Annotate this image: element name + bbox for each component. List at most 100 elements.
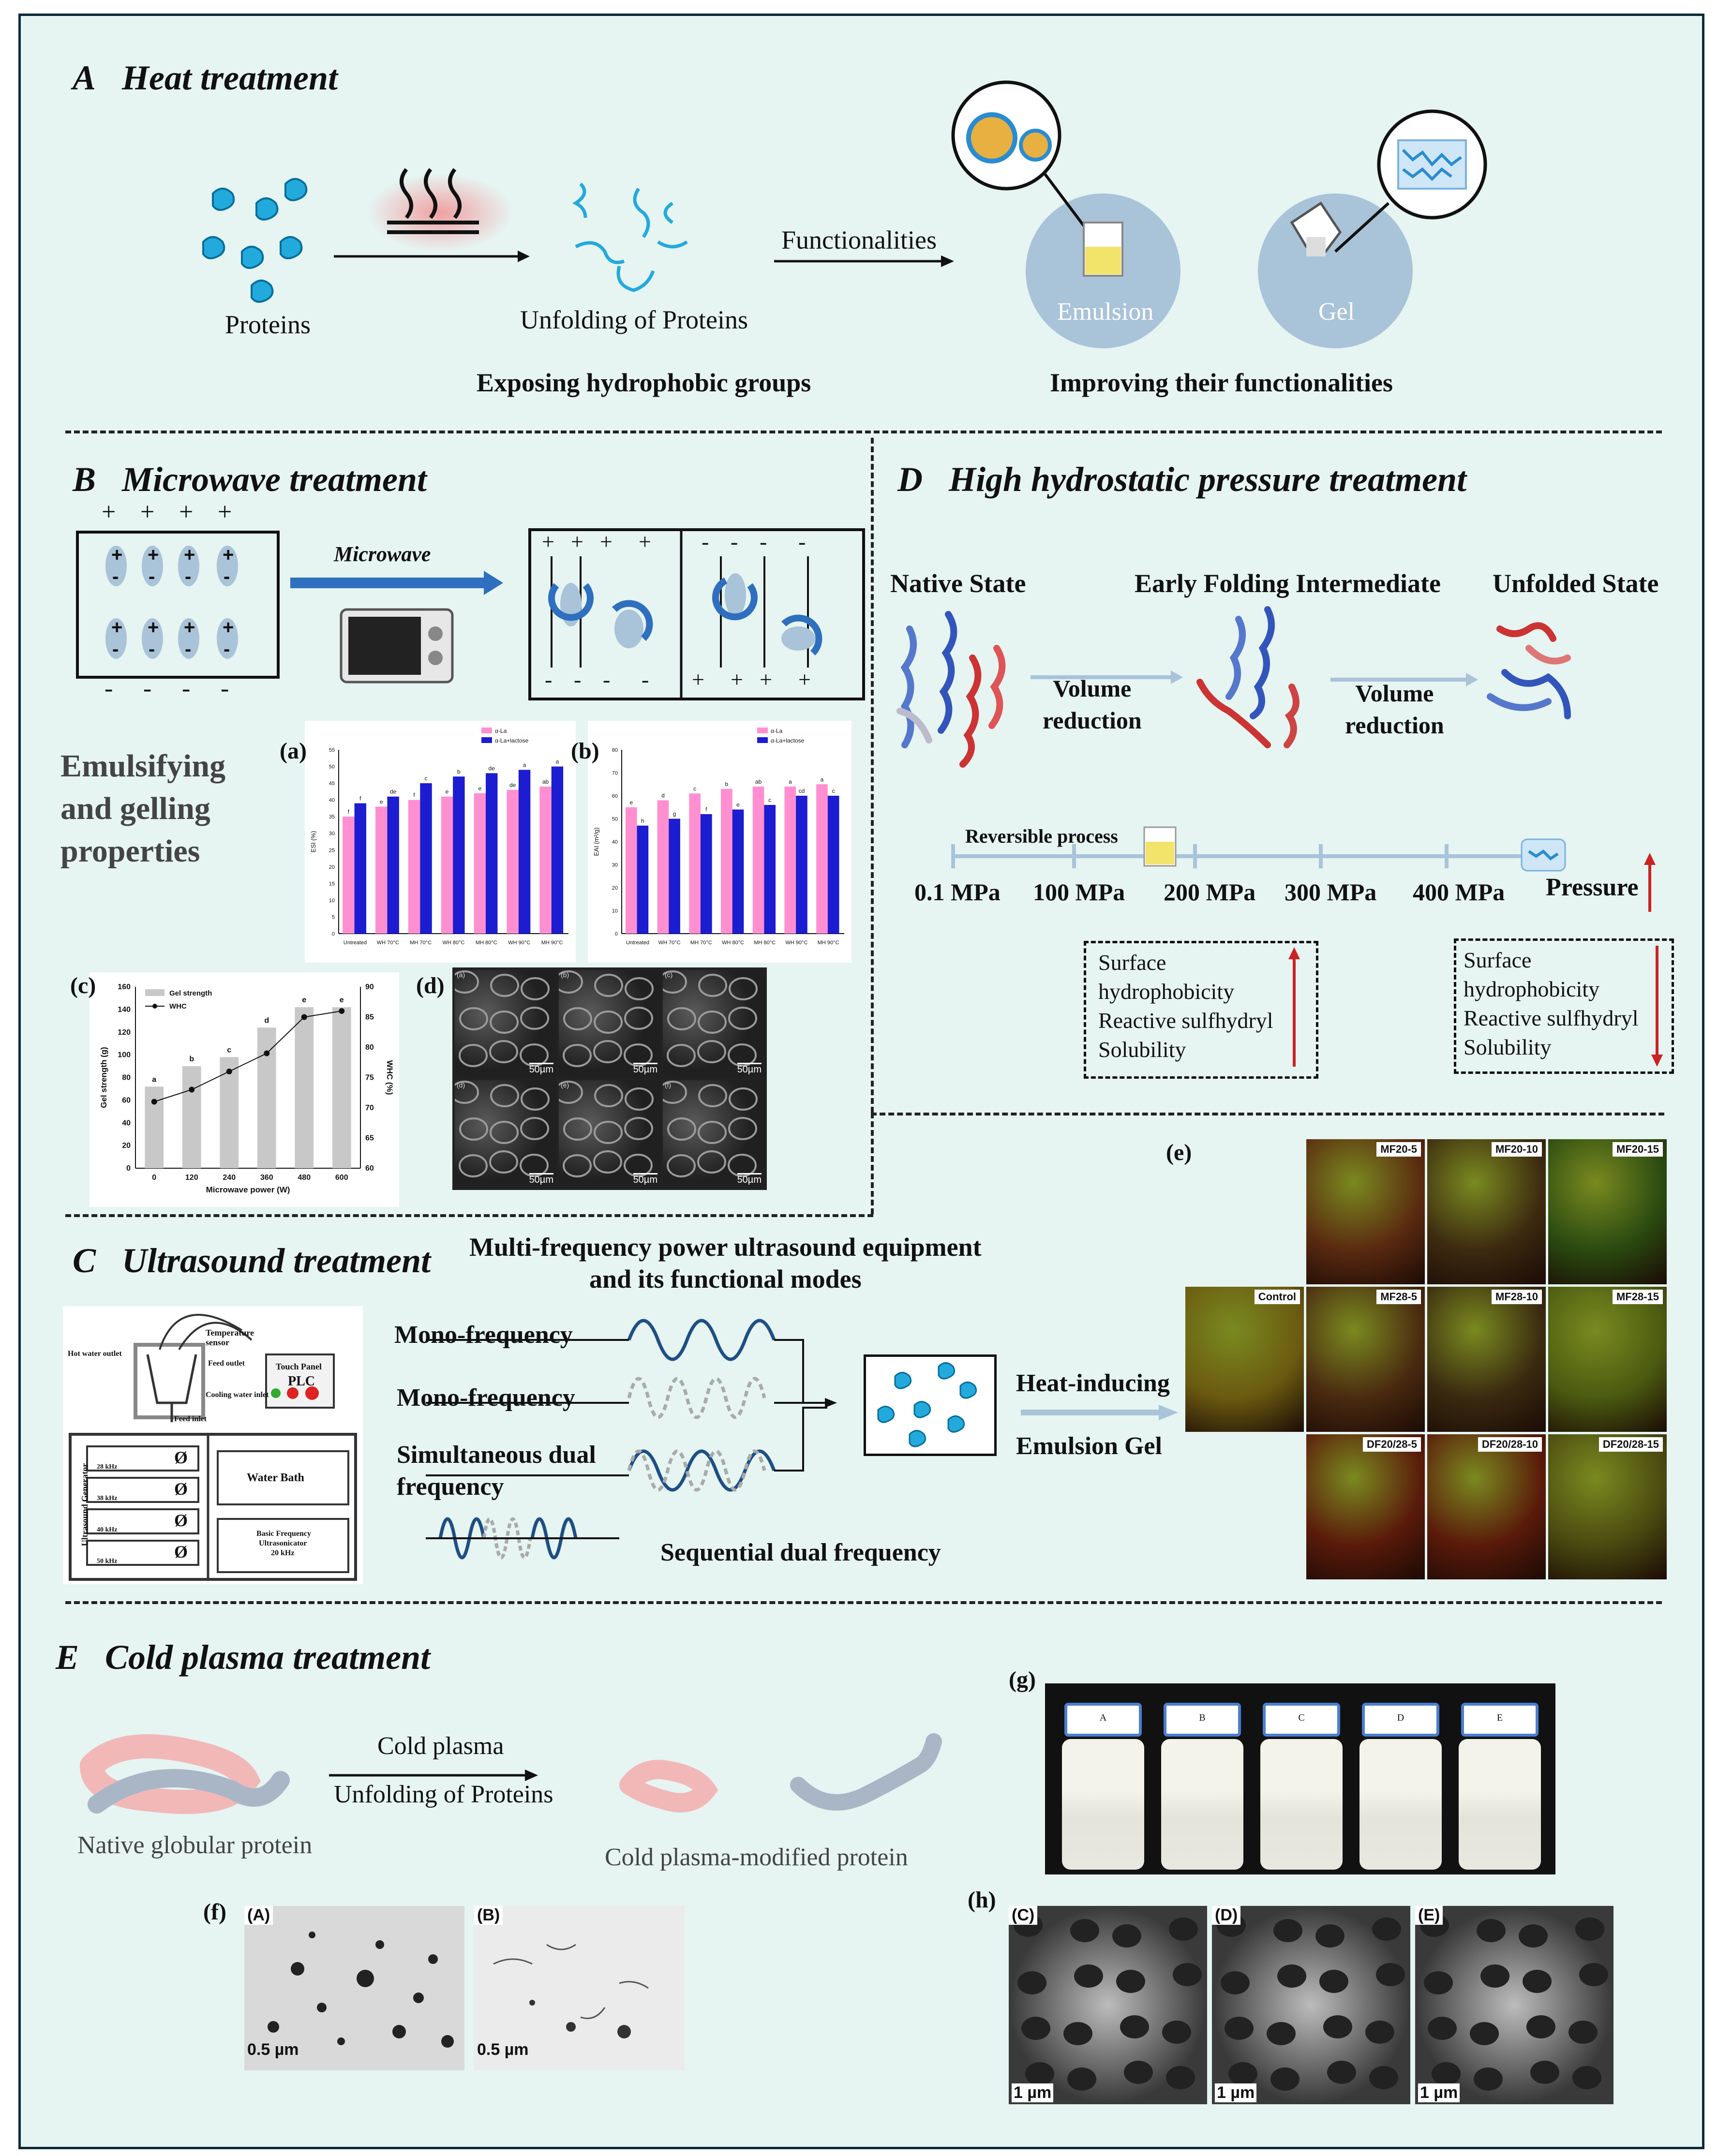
- gel-bar-5: [332, 1007, 351, 1168]
- bar-4-0: [752, 787, 764, 934]
- sig-label-3-1: b: [457, 768, 461, 775]
- sem-h-pore: [1424, 1971, 1453, 1994]
- improving-label: Improving their functionalities: [1050, 368, 1393, 397]
- bottle-cap-E: E: [1461, 1703, 1539, 1737]
- section-c-title: C Ultrasound treatment: [73, 1241, 431, 1281]
- sem-d-texture-0: [455, 970, 550, 1067]
- sem-h-pore: [1225, 2017, 1254, 2040]
- volume-reduction-1: Volume reduction: [1043, 672, 1142, 736]
- functionalities-arrow: [774, 255, 954, 267]
- gel-label: Gel: [1318, 298, 1355, 326]
- prop-high-1: Surface: [1464, 948, 1532, 972]
- sem-pore: [697, 1040, 726, 1063]
- device-freq-28: 28 kHz: [97, 1463, 118, 1471]
- svg-text:+: +: [148, 544, 159, 565]
- y-tick-80: 80: [612, 747, 618, 753]
- sem-d-texture-2: [663, 970, 758, 1067]
- sem-h-pore: [1120, 2015, 1149, 2038]
- bottle-label-E: E: [1496, 1712, 1503, 1723]
- confocal-tile-label-7: DF20/28-5: [1363, 1437, 1421, 1452]
- panel-g-label: (g): [1009, 1667, 1036, 1693]
- pressure-tick-100: 100 MPa: [1033, 878, 1125, 906]
- sem-h-pore: [1319, 1970, 1348, 1993]
- hhp-effects-box-high: [1454, 938, 1674, 1074]
- confocal-tile-label-6: MF28-15: [1612, 1290, 1663, 1304]
- tem-image-b: (B) 0.5 µm: [474, 1906, 685, 2070]
- waveforms-illustration: [426, 1319, 837, 1560]
- proteins-label: Proteins: [225, 310, 311, 339]
- svg-text:+: +: [184, 617, 195, 638]
- cold-plasma-label: Cold plasma: [377, 1732, 504, 1760]
- bar-0-1: [354, 803, 366, 934]
- legend-label-1: α-La+lactose: [771, 737, 805, 744]
- y-tick-100: 100: [118, 1051, 131, 1059]
- sem-h-pore: [1112, 1924, 1141, 1948]
- svg-text:+: +: [600, 529, 613, 554]
- emulsion-gel-illustration: [951, 80, 1487, 348]
- x-tick-1: WH 70°C: [658, 940, 681, 946]
- bar-5-1: [518, 770, 531, 934]
- legend-label-0: α-La: [771, 728, 783, 734]
- sem-pore: [559, 970, 583, 994]
- sem-h-pore: [1025, 2062, 1054, 2085]
- sem-pore: [490, 1121, 519, 1144]
- y-tick-40: 40: [329, 798, 335, 803]
- sem-h-tile-2: (E)1 µm: [1415, 1906, 1613, 2104]
- device-cooling-inlet: Cooling water inlet: [206, 1391, 269, 1399]
- tem-image-a: (A) 0.5 µm: [244, 1906, 464, 2070]
- sem-pore: [667, 1154, 696, 1177]
- y-tick-0: 0: [126, 1164, 131, 1173]
- bottle-body-E: [1459, 1739, 1541, 1870]
- sem-h-tile-1: (D)1 µm: [1212, 1906, 1410, 2104]
- device-base-freq-2: Ultrasonicator: [259, 1539, 307, 1547]
- pressure-tick-300: 300 MPa: [1285, 878, 1377, 906]
- sem-h-pore: [1162, 2021, 1191, 2044]
- x-tick-1: WH 70°C: [377, 940, 399, 946]
- x-tick-0: Untreated: [344, 940, 367, 946]
- legend-swatch-1: [481, 737, 492, 743]
- section-d-title: D High hydrostatic pressure treatment: [897, 460, 1466, 500]
- svg-text:-: -: [185, 566, 191, 587]
- sem-h-pore: [1480, 1964, 1509, 1988]
- sem-h-pore: [1270, 2067, 1300, 2091]
- confocal-tile-3: Control: [1185, 1287, 1304, 1432]
- native-globular-label: Native globular protein: [77, 1831, 313, 1859]
- pressure-axis: [951, 826, 1566, 872]
- gel-bar-3: [257, 1027, 276, 1168]
- sem-d-scale-1: 50µm: [633, 1063, 657, 1075]
- exposing-label: Exposing hydrophobic groups: [477, 368, 811, 397]
- microwave-label: Microwave: [334, 542, 431, 566]
- svg-text:+: +: [542, 529, 554, 554]
- sem-d-texture-5: [663, 1081, 758, 1177]
- sem-d-scale-3: 50µm: [529, 1173, 553, 1186]
- svg-text:-: -: [731, 529, 738, 554]
- svg-text:+: +: [798, 667, 811, 692]
- vr2-line-1: Volume: [1355, 680, 1434, 707]
- sig-label-6-1: c: [832, 788, 835, 794]
- chart-c: a0b120c240d360e480e600020406080100120140…: [99, 983, 394, 1194]
- device-hot-outlet: Hot water outlet: [68, 1350, 122, 1358]
- sem-pore: [594, 1084, 623, 1107]
- bottle-E: E: [1459, 1703, 1541, 1870]
- emulsion-label: Emulsion: [1057, 298, 1154, 326]
- whc-line: [154, 1011, 342, 1102]
- x-tick-4: MH 80°C: [754, 940, 776, 946]
- sem-h-texture-1: [1217, 1914, 1405, 2091]
- bottle-label-D: D: [1397, 1712, 1404, 1723]
- gel-sig-1: b: [189, 1055, 194, 1063]
- gel-sig-0: a: [152, 1075, 156, 1084]
- divider-c: [65, 1601, 1662, 1604]
- legend-swatch-0: [757, 728, 768, 733]
- sem-d-tile-1: (b)50µm: [559, 970, 660, 1077]
- emulsion-gel-label: Emulsion Gel: [1016, 1432, 1162, 1460]
- equip-line-2: and its functional modes: [589, 1264, 862, 1294]
- bottle-D: D: [1359, 1703, 1442, 1870]
- bar-3-0: [721, 788, 732, 934]
- device-water-bath: Water Bath: [247, 1472, 304, 1484]
- bar-1-0: [657, 800, 669, 934]
- sem-d-sublabel-2: (c): [665, 971, 673, 979]
- y-tick-60: 60: [612, 793, 618, 799]
- confocal-tile-8: DF20/28-10: [1427, 1434, 1546, 1579]
